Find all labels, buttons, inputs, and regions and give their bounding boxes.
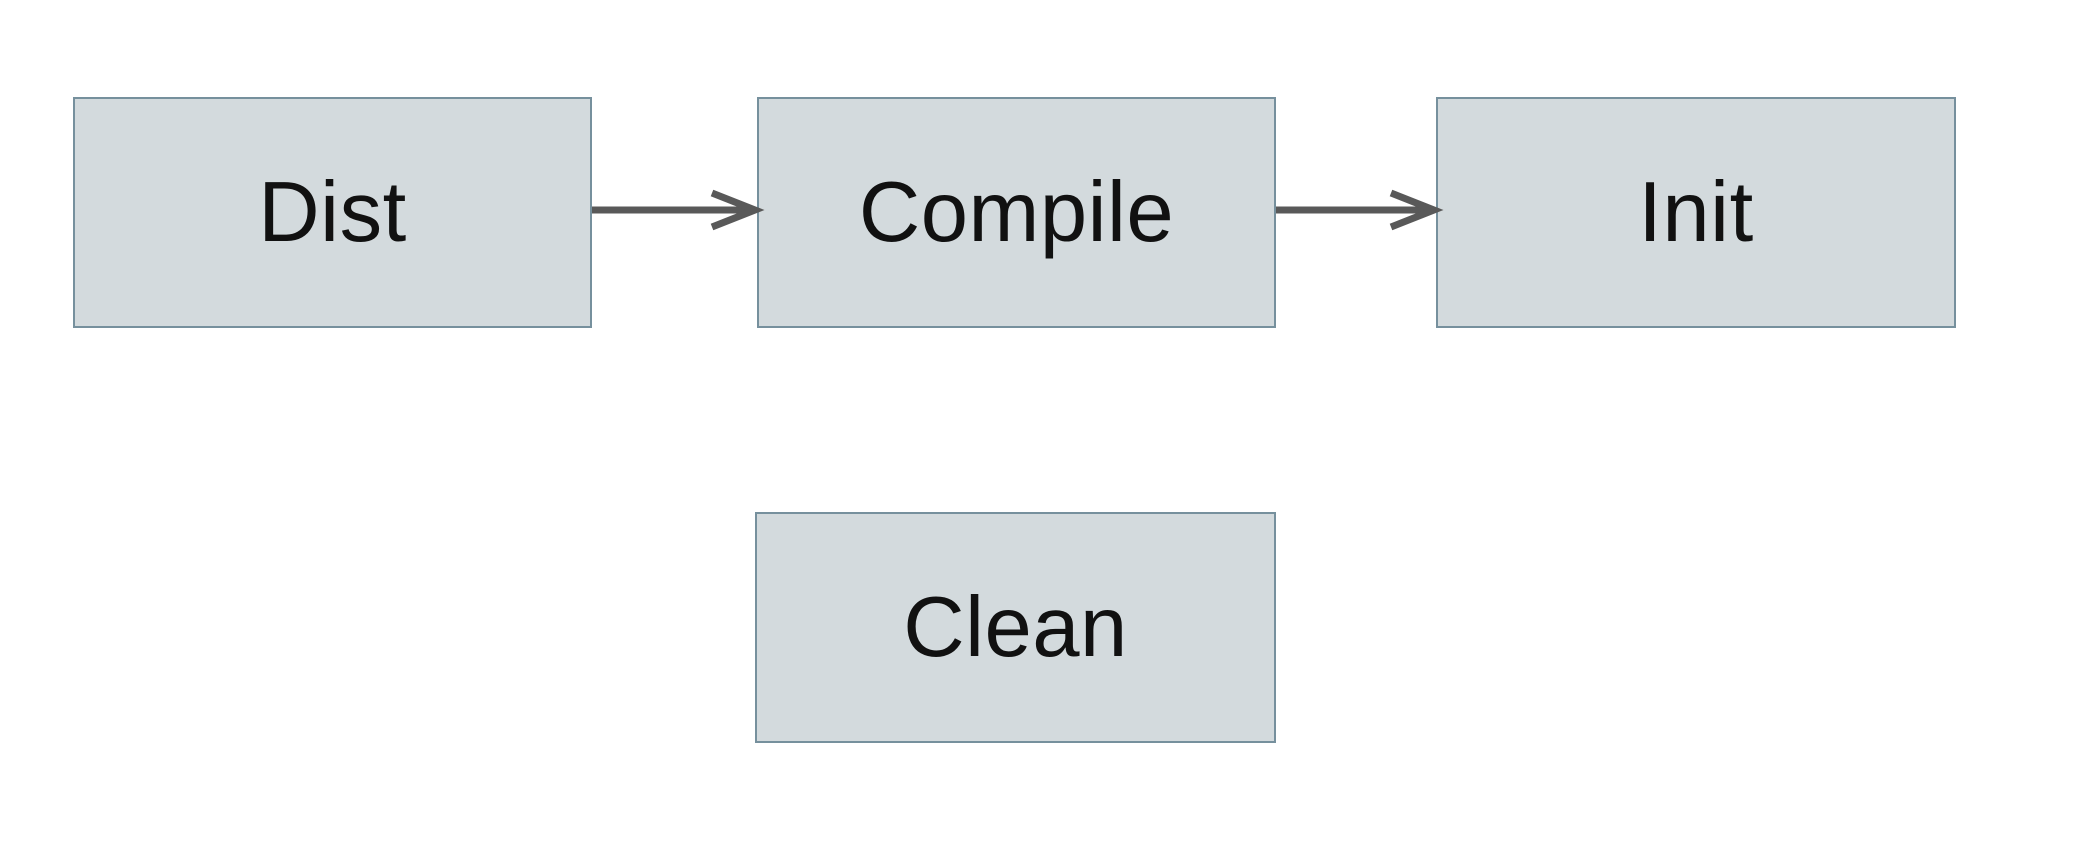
node-compile[interactable]: Compile <box>757 97 1276 328</box>
arrowhead-icon <box>710 189 765 231</box>
arrowhead-icon <box>1389 189 1444 231</box>
node-dist[interactable]: Dist <box>73 97 592 328</box>
arrow-dist-to-compile[interactable] <box>592 189 765 231</box>
node-init-label: Init <box>1638 165 1754 260</box>
node-clean-label: Clean <box>903 580 1128 675</box>
arrow-compile-to-init[interactable] <box>1276 189 1444 231</box>
node-compile-label: Compile <box>858 165 1175 260</box>
node-init[interactable]: Init <box>1436 97 1956 328</box>
node-dist-label: Dist <box>258 165 407 260</box>
node-clean[interactable]: Clean <box>755 512 1276 743</box>
